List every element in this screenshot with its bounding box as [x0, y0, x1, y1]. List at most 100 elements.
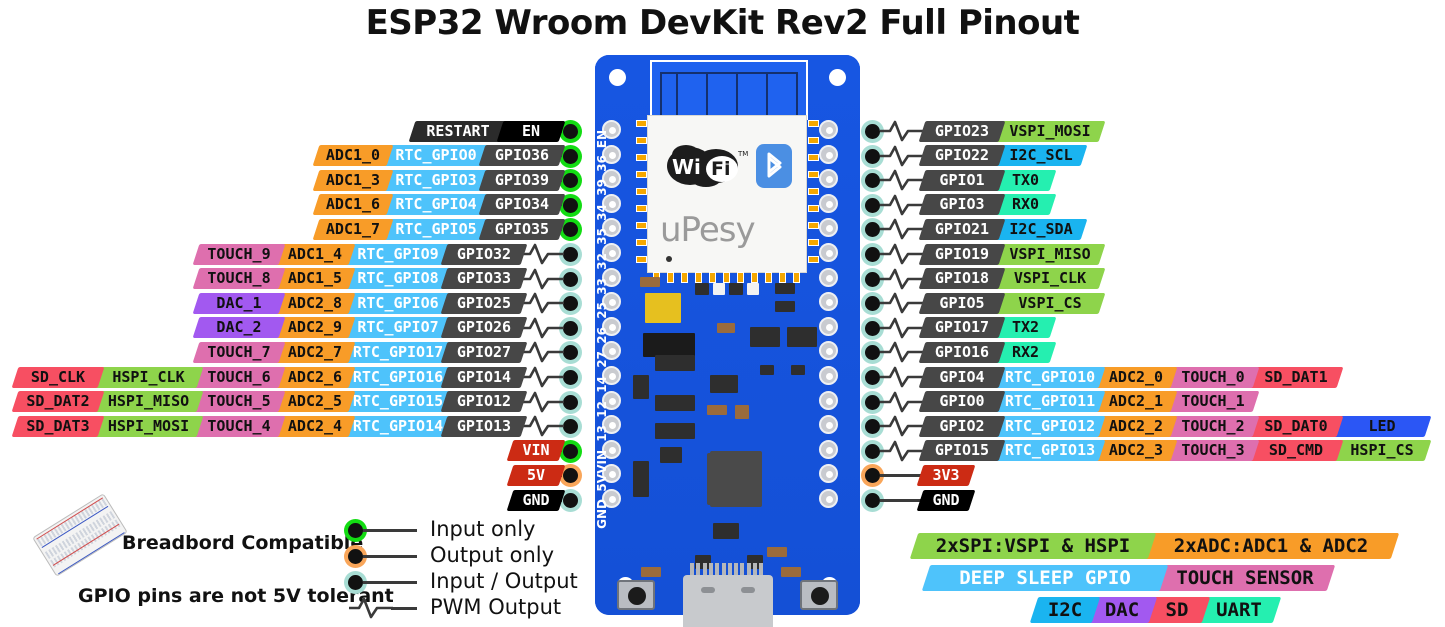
usb-pin — [715, 563, 720, 577]
pin-label-gpio12: GPIO12 — [440, 391, 528, 413]
pin-label-adc2_7: ADC2_7 — [274, 341, 356, 363]
pin-dot-inout — [865, 222, 880, 238]
pin-dot-inout — [865, 296, 880, 312]
pin-label-gpio33: GPIO33 — [440, 268, 528, 290]
pin-dot-inout — [865, 197, 880, 213]
pin-label-gpio1: GPIO1 — [918, 169, 1006, 191]
smd-resistor — [747, 283, 759, 295]
pin-label-touch_4: TOUCH_4 — [192, 415, 286, 437]
smd-resistor — [781, 567, 801, 577]
pin-label-hspi_clk: HSPI_CLK — [93, 366, 204, 388]
module-pad — [808, 239, 819, 246]
smd-resistor — [775, 301, 795, 312]
pin-label-adc2_2: ADC2_2 — [1094, 415, 1178, 437]
header-pad-left — [602, 464, 621, 484]
legend-lead — [363, 580, 417, 584]
pin-dot-inout — [865, 345, 880, 361]
pin-dot-inout — [865, 173, 880, 189]
color-key-touch-sensor: TOUCH SENSOR — [1154, 565, 1336, 591]
pin-label-adc1_6: ADC1_6 — [312, 194, 394, 216]
pin-label-rtc_gpio17: RTC_GPIO17 — [344, 341, 452, 363]
usb-pin — [702, 563, 707, 577]
pin-label-vspi_mosi: VSPI_MOSI — [994, 120, 1106, 142]
smd-transistor — [710, 375, 738, 393]
module-orientation-dot — [666, 256, 672, 262]
module-pad — [751, 272, 758, 283]
header-pad-left — [602, 144, 621, 164]
module-pad — [793, 272, 800, 283]
pin-lead — [880, 498, 922, 502]
upesy-logo: uPesy — [660, 210, 756, 250]
pin-label-gpio15: GPIO15 — [918, 440, 1006, 462]
smd-resistor — [633, 375, 649, 399]
module-pad — [636, 239, 647, 246]
pin-label-adc1_3: ADC1_3 — [312, 169, 394, 191]
legend-dot-in — [348, 523, 363, 538]
boot-button[interactable] — [800, 580, 838, 610]
ic-pins — [711, 451, 761, 463]
en-button[interactable] — [617, 580, 655, 610]
smd-transistor — [713, 523, 739, 539]
pin-label-gpio26: GPIO26 — [440, 317, 528, 339]
smd-resistor — [747, 555, 763, 569]
wifi-icon: Wi Fi TM — [666, 144, 748, 188]
header-pad-left — [602, 267, 621, 287]
pin-dot-inout — [563, 296, 578, 312]
module-pads-bottom — [647, 272, 807, 283]
pcb-antenna-trace — [650, 60, 808, 120]
usb-pin — [746, 563, 751, 577]
pin-label-adc2_8: ADC2_8 — [274, 292, 356, 314]
smd-transistor — [750, 327, 780, 347]
module-pad — [779, 272, 786, 283]
pin-label-gpio2: GPIO2 — [918, 415, 1006, 437]
smd-resistor — [655, 395, 695, 411]
color-key-2xadc-adc1-adc2: 2xADC:ADC1 & ADC2 — [1142, 533, 1400, 559]
pin-label-gpio0: GPIO0 — [918, 391, 1006, 413]
pin-dot-inout — [865, 419, 880, 435]
pin-label-rtc_gpio12: RTC_GPIO12 — [994, 415, 1106, 437]
header-pad-right — [819, 120, 838, 139]
mount-hole — [609, 69, 626, 86]
pin-label-touch_1: TOUCH_1 — [1166, 391, 1260, 413]
legend-dot-inout — [348, 575, 363, 590]
pin-dot-out — [865, 468, 880, 484]
header-pad-left — [602, 218, 621, 238]
pin-label-vspi_clk: VSPI_CLK — [994, 268, 1106, 290]
module-pad — [808, 188, 819, 195]
pin-label-rtc_gpio6: RTC_GPIO6 — [344, 292, 452, 314]
module-pad — [808, 120, 819, 127]
header-pad-right — [819, 193, 838, 213]
pin-dot-in — [563, 222, 578, 238]
pin-label-gpio39: GPIO39 — [478, 169, 566, 191]
color-key-uart: UART — [1196, 597, 1282, 623]
breadboard-note: Breadbord Compatible — [122, 532, 364, 554]
page-title: ESP32 Wroom DevKit Rev2 Full Pinout — [365, 3, 1080, 43]
module-pad — [737, 272, 744, 283]
smd-regulator — [633, 461, 649, 497]
pin-dot-in — [563, 124, 578, 139]
pin-label-i2c_sda: I2C_SDA — [994, 218, 1088, 240]
module-pad — [723, 272, 730, 283]
header-pad-left — [602, 390, 621, 410]
header-pad-right — [819, 316, 838, 336]
smd-resistor — [791, 365, 805, 375]
header-pad-right — [819, 341, 838, 361]
pin-label-vspi_miso: VSPI_MISO — [994, 243, 1106, 265]
smd-resistor — [729, 283, 743, 295]
module-pad — [808, 154, 819, 161]
pin-label-hspi_miso: HSPI_MISO — [93, 391, 204, 413]
pin-label-rtc_gpio0: RTC_GPIO0 — [382, 145, 490, 167]
smd-resistor — [640, 277, 660, 287]
pin-label-touch_8: TOUCH_8 — [192, 268, 286, 290]
pin-label-restart: RESTART — [408, 120, 508, 142]
pin-label-3v3: 3V3 — [916, 464, 976, 486]
header-pad-left — [602, 120, 621, 139]
module-pad — [636, 222, 647, 229]
pin-label-touch_5: TOUCH_5 — [192, 391, 286, 413]
usb-pin — [727, 563, 732, 577]
pin-label-adc2_0: ADC2_0 — [1094, 366, 1178, 388]
header-pad-left — [602, 169, 621, 189]
pin-label-touch_2: TOUCH_2 — [1166, 415, 1260, 437]
header-pad-left — [602, 292, 621, 312]
pin-label-rtc_gpio15: RTC_GPIO15 — [344, 391, 452, 413]
